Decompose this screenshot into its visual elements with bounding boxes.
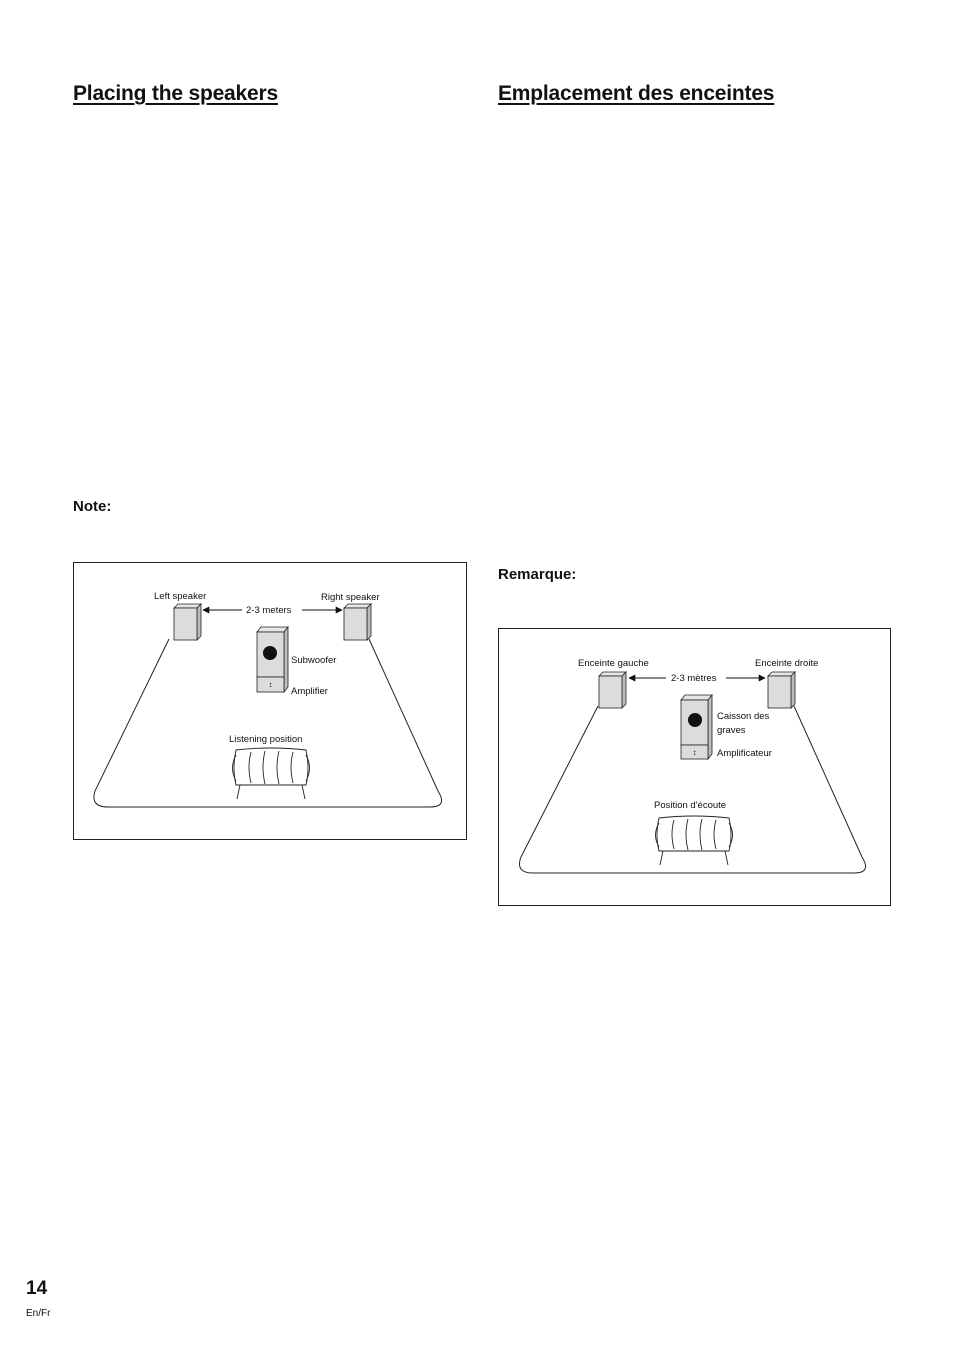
room-floor-outline xyxy=(519,705,867,874)
listening-position-label: Position d'écoute xyxy=(654,800,726,811)
right-speaker-icon xyxy=(767,671,796,709)
french-speaker-placement-diagram: Enceinte gauche Enceinte droite 2-3 mètr… xyxy=(498,628,891,906)
sofa-icon xyxy=(232,747,310,800)
amplifier-label: Amplifier xyxy=(291,686,328,697)
french-diagram-svg: Enceinte gauche Enceinte droite 2-3 mètr… xyxy=(519,658,867,874)
listening-position-label: Listening position xyxy=(229,734,302,745)
subwoofer-label-line2: graves xyxy=(717,725,746,736)
left-speaker-icon xyxy=(598,671,627,709)
right-speaker-label: Right speaker xyxy=(321,592,380,603)
english-note-label: Note: xyxy=(73,498,112,515)
subwoofer-icon: ↕ xyxy=(256,625,289,694)
subwoofer-icon: ↕ xyxy=(680,693,713,761)
english-diagram-svg: Left speaker Right speaker 2-3 meters ↕ … xyxy=(93,591,443,808)
english-speaker-placement-diagram: Left speaker Right speaker 2-3 meters ↕ … xyxy=(73,562,467,840)
left-speaker-label: Enceinte gauche xyxy=(578,658,649,669)
right-speaker-label: Enceinte droite xyxy=(755,658,818,669)
sofa-icon xyxy=(655,815,733,866)
left-speaker-label: Left speaker xyxy=(154,591,206,602)
room-floor-outline xyxy=(93,638,443,808)
left-speaker-icon xyxy=(173,603,202,641)
english-title: Placing the speakers xyxy=(73,82,278,105)
svg-text:↕: ↕ xyxy=(693,748,697,757)
right-speaker-icon xyxy=(343,603,372,641)
distance-label: 2-3 mètres xyxy=(671,673,717,684)
french-title: Emplacement des enceintes xyxy=(498,82,775,105)
subwoofer-label: Subwoofer xyxy=(291,655,336,666)
svg-text:↕: ↕ xyxy=(269,680,273,689)
distance-label: 2-3 meters xyxy=(246,605,292,616)
page-number: 14 xyxy=(26,1278,48,1299)
amplifier-label: Amplificateur xyxy=(717,748,772,759)
page-language: En/Fr xyxy=(26,1308,51,1319)
french-note-label: Remarque: xyxy=(498,566,577,583)
subwoofer-label-line1: Caisson des xyxy=(717,711,770,722)
